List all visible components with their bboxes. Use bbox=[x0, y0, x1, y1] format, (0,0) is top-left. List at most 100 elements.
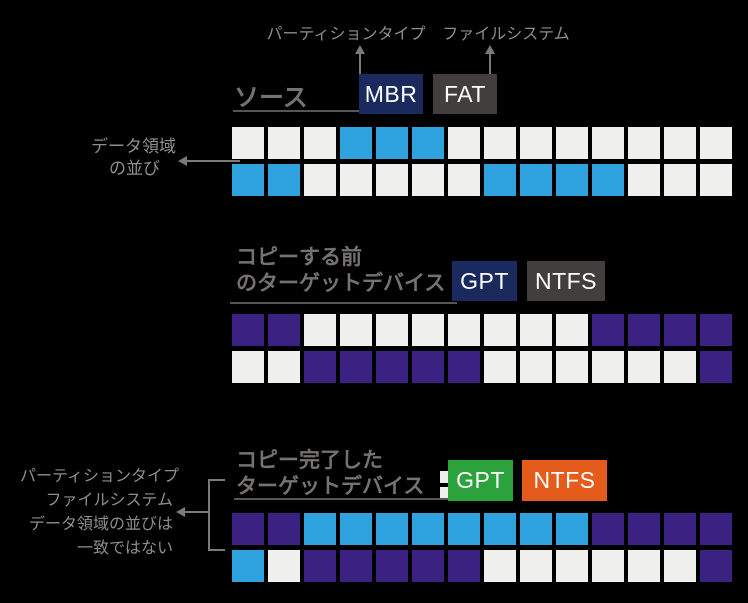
white-data-cell bbox=[412, 164, 444, 196]
mismatch-note-line3: データ領域の並びは bbox=[28, 516, 173, 533]
target-before-partition-type-badge: GPT bbox=[452, 261, 517, 301]
source-title-underline bbox=[233, 110, 359, 112]
target-after-title-line2: ターゲットデバイス bbox=[236, 475, 425, 498]
badge-label: NTFS bbox=[534, 267, 598, 294]
blue-data-cell bbox=[592, 164, 624, 196]
white-data-cell bbox=[448, 164, 480, 196]
target-before-title-line2: のターゲットデバイス bbox=[236, 272, 446, 295]
purple-data-cell bbox=[664, 314, 696, 346]
purple-data-cell bbox=[700, 314, 732, 346]
white-data-cell bbox=[304, 164, 336, 196]
purple-data-cell bbox=[700, 550, 732, 582]
white-data-cell bbox=[484, 127, 516, 159]
target-after-title-line1: コピー完了した bbox=[236, 449, 383, 472]
blue-data-cell bbox=[268, 164, 300, 196]
mismatch-note-line1: パーティションタイプ bbox=[20, 468, 180, 485]
target-before-underline bbox=[230, 302, 457, 304]
white-data-cell bbox=[268, 351, 300, 383]
white-data-cell bbox=[376, 314, 408, 346]
white-data-cell bbox=[340, 164, 372, 196]
file-system-label: ファイルシステム bbox=[442, 26, 570, 43]
arrow-up-icon bbox=[485, 45, 495, 54]
white-data-cell bbox=[520, 550, 552, 582]
white-data-cell bbox=[232, 127, 264, 159]
badge-label: GPT bbox=[460, 267, 509, 294]
data-row bbox=[232, 127, 732, 159]
purple-data-cell bbox=[232, 314, 264, 346]
purple-data-cell bbox=[448, 550, 480, 582]
arrow-up-line bbox=[489, 53, 491, 74]
blue-data-cell bbox=[376, 513, 408, 545]
blue-data-cell bbox=[232, 164, 264, 196]
white-data-cell bbox=[556, 351, 588, 383]
grouping-bracket bbox=[208, 479, 225, 551]
purple-data-cell bbox=[412, 351, 444, 383]
white-data-cell bbox=[700, 127, 732, 159]
partition-type-label: パーティションタイプ bbox=[266, 26, 426, 43]
blue-data-cell bbox=[556, 164, 588, 196]
mismatch-note: パーティションタイプ ファイルシステム データ領域の並びは 一致ではない bbox=[20, 465, 180, 561]
target-after-underline bbox=[234, 498, 448, 500]
white-data-cell bbox=[664, 550, 696, 582]
purple-data-cell bbox=[340, 550, 372, 582]
source-partition-type-badge: MBR bbox=[359, 74, 423, 114]
blue-data-cell bbox=[484, 513, 516, 545]
white-data-cell bbox=[304, 127, 336, 159]
white-data-cell bbox=[448, 314, 480, 346]
data-area-label-line2: の並び bbox=[109, 159, 160, 178]
white-data-cell bbox=[628, 164, 660, 196]
white-data-cell bbox=[556, 127, 588, 159]
white-mark-artifact bbox=[440, 487, 448, 498]
blue-data-cell bbox=[520, 513, 552, 545]
purple-data-cell bbox=[664, 513, 696, 545]
white-data-cell bbox=[520, 351, 552, 383]
purple-data-cell bbox=[412, 550, 444, 582]
purple-data-cell bbox=[304, 351, 336, 383]
target-after-data-grid bbox=[232, 513, 732, 582]
data-row bbox=[232, 351, 732, 383]
blue-data-cell bbox=[232, 550, 264, 582]
source-section-title: ソース bbox=[234, 84, 308, 112]
badge-label: MBR bbox=[364, 80, 418, 107]
blue-data-cell bbox=[412, 513, 444, 545]
target-after-partition-type-badge: GPT bbox=[448, 460, 513, 501]
purple-data-cell bbox=[700, 351, 732, 383]
white-data-cell bbox=[412, 314, 444, 346]
note-arrow-line bbox=[184, 511, 209, 513]
target-before-data-grid bbox=[232, 314, 732, 383]
purple-data-cell bbox=[592, 513, 624, 545]
purple-data-cell bbox=[304, 550, 336, 582]
white-mark-artifact bbox=[440, 471, 448, 483]
blue-data-cell bbox=[376, 127, 408, 159]
white-data-cell bbox=[628, 127, 660, 159]
white-data-cell bbox=[628, 550, 660, 582]
white-data-cell bbox=[556, 314, 588, 346]
blue-data-cell bbox=[412, 127, 444, 159]
white-data-cell bbox=[700, 164, 732, 196]
white-data-cell bbox=[592, 127, 624, 159]
white-data-cell bbox=[628, 351, 660, 383]
purple-data-cell bbox=[268, 513, 300, 545]
white-data-cell bbox=[664, 127, 696, 159]
arrow-up-icon bbox=[355, 45, 365, 54]
white-data-cell bbox=[232, 351, 264, 383]
source-data-grid bbox=[232, 127, 732, 196]
purple-data-cell bbox=[628, 513, 660, 545]
purple-data-cell bbox=[448, 351, 480, 383]
purple-data-cell bbox=[268, 314, 300, 346]
mismatch-note-line4: 一致ではない bbox=[76, 540, 173, 557]
data-row bbox=[232, 550, 732, 582]
white-data-cell bbox=[268, 550, 300, 582]
badge-label: FAT bbox=[444, 80, 486, 107]
badge-label: GPT bbox=[456, 467, 505, 493]
blue-data-cell bbox=[556, 513, 588, 545]
note-arrow-left-icon bbox=[176, 507, 185, 517]
data-area-label-line1: データ領域 bbox=[91, 137, 176, 156]
purple-data-cell bbox=[376, 550, 408, 582]
data-area-label: データ領域 の並び bbox=[60, 136, 176, 180]
source-filesystem-badge: FAT bbox=[433, 74, 497, 114]
data-row bbox=[232, 513, 732, 545]
badge-label: NTFS bbox=[533, 467, 596, 493]
blue-data-cell bbox=[448, 513, 480, 545]
